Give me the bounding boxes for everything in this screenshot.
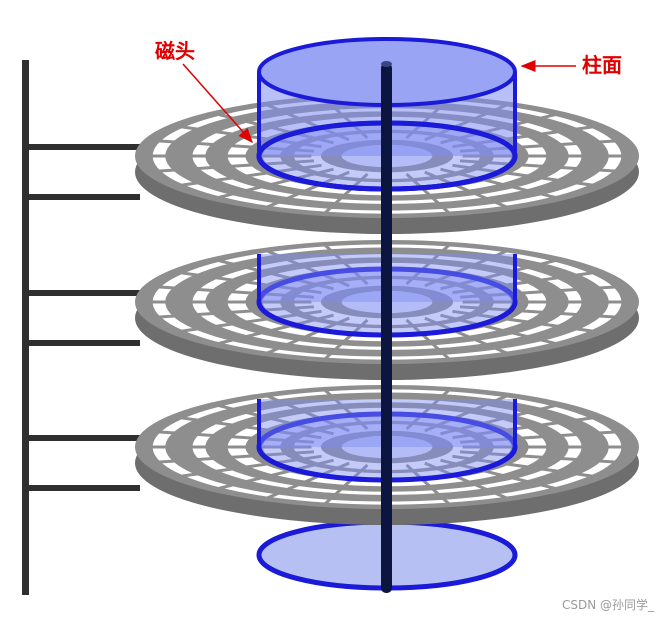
sector-divider	[440, 403, 560, 436]
sector-divider	[405, 172, 451, 215]
actuator-post	[22, 60, 29, 595]
sector-divider	[264, 461, 350, 501]
arm-lower-3	[26, 485, 140, 491]
sector-divider	[452, 454, 598, 479]
sector-divider	[405, 318, 451, 361]
sector-divider	[440, 458, 560, 491]
arm-lower-2	[26, 340, 140, 346]
sector-divider	[424, 248, 510, 288]
sector-divider	[459, 285, 622, 299]
sector-divider	[459, 159, 622, 173]
head-pointer-arrow	[182, 63, 253, 144]
sector-divider	[264, 316, 350, 356]
sector-divider	[405, 388, 451, 431]
sector-divider	[176, 454, 322, 479]
sector-divider	[440, 313, 560, 346]
sector-divider	[323, 172, 369, 215]
sector-divider	[459, 430, 622, 444]
sector-divider	[176, 309, 322, 334]
sector-divider	[452, 270, 598, 295]
sector-divider	[405, 243, 451, 286]
sector-divider	[452, 163, 598, 188]
sector-divider	[214, 167, 334, 200]
sector-divider	[323, 463, 369, 506]
head-label: 磁头	[155, 39, 195, 63]
sector-divider	[440, 258, 560, 291]
sector-divider	[152, 305, 315, 319]
sector-divider	[323, 388, 369, 431]
sector-divider	[214, 258, 334, 291]
sector-divider	[440, 167, 560, 200]
cylinder-label: 柱面	[582, 53, 622, 77]
sector-divider	[176, 415, 322, 440]
watermark: CSDN @孙同学_	[562, 597, 655, 612]
sector-divider	[459, 305, 622, 319]
spindle	[381, 61, 392, 593]
sector-divider	[459, 450, 622, 464]
sector-divider	[152, 430, 315, 444]
sector-divider	[424, 393, 510, 433]
sector-divider	[152, 159, 315, 173]
annotations: 磁头 柱面	[155, 39, 622, 144]
sector-divider	[214, 313, 334, 346]
sector-divider	[214, 458, 334, 491]
sector-divider	[264, 393, 350, 433]
sector-divider	[323, 318, 369, 361]
sector-divider	[452, 309, 598, 334]
sector-divider	[424, 316, 510, 356]
sector-divider	[152, 285, 315, 299]
sector-divider	[323, 243, 369, 286]
sector-divider	[214, 403, 334, 436]
sector-divider	[264, 170, 350, 210]
sector-divider	[452, 415, 598, 440]
sector-divider	[405, 463, 451, 506]
sector-divider	[264, 248, 350, 288]
sector-divider	[424, 461, 510, 501]
arm-lower-1	[26, 194, 140, 200]
sector-divider	[176, 163, 322, 188]
sector-divider	[152, 450, 315, 464]
sector-divider	[424, 170, 510, 210]
sector-divider	[176, 270, 322, 295]
